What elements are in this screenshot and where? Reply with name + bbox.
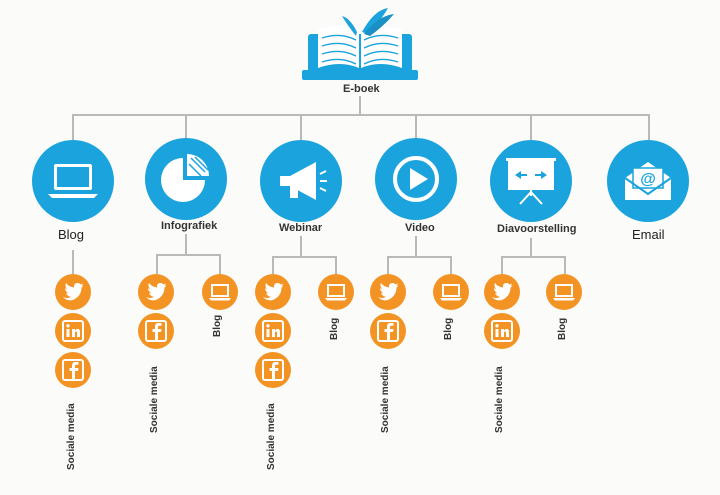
- open-book-icon: [302, 8, 418, 80]
- twitter-icon: [55, 274, 91, 310]
- twitter-icon: [484, 274, 520, 310]
- sub-h-diavoorstelling: [501, 256, 566, 258]
- laptop-icon: [318, 274, 354, 310]
- root-connector: [359, 96, 361, 114]
- facebook-icon: [55, 352, 91, 388]
- webinar-label: Webinar: [279, 222, 323, 234]
- infografiek-label: Infografiek: [161, 220, 218, 232]
- twitter-icon: [138, 274, 174, 310]
- sub-l-infografiek: [156, 254, 158, 274]
- laptop-icon: [546, 274, 582, 310]
- facebook-icon: [255, 352, 291, 388]
- svg-text:@: @: [640, 171, 656, 188]
- sub-l-webinar: [272, 256, 274, 274]
- sub-line-webinar: [300, 236, 302, 256]
- pie-chart-icon: [161, 154, 209, 202]
- branch-infografiek: [185, 114, 187, 140]
- sub-line-blog: [72, 250, 74, 274]
- diavoorstelling-label: Diavoorstelling: [497, 223, 577, 235]
- video-blog-label: Blog: [443, 317, 454, 340]
- twitter-icon: [255, 274, 291, 310]
- infografiek-blog-label: Blog: [212, 314, 223, 337]
- infografiek-social-label: Sociale media: [149, 366, 160, 433]
- blog-node: [32, 140, 114, 222]
- sub-h-video: [387, 256, 452, 258]
- email-node: @: [607, 140, 689, 222]
- facebook-icon: [138, 313, 174, 349]
- email-icon: @: [624, 162, 672, 200]
- video-node: [375, 138, 457, 220]
- webinar-social-label: Sociale media: [266, 403, 277, 470]
- video-social-label: Sociale media: [380, 366, 391, 433]
- presentation-board-icon: [506, 158, 556, 205]
- diavoorstelling-node: [490, 140, 572, 222]
- sub-l-video: [387, 256, 389, 274]
- laptop-icon: [48, 164, 98, 198]
- laptop-icon: [433, 274, 469, 310]
- twitter-icon: [370, 274, 406, 310]
- facebook-icon: [370, 313, 406, 349]
- branch-diavoorstelling: [530, 114, 532, 140]
- blog-label: Blog: [58, 227, 85, 242]
- linkedin-icon: [255, 313, 291, 349]
- sub-h-webinar: [272, 256, 337, 258]
- laptop-icon: [202, 274, 238, 310]
- main-branch-line: [72, 114, 650, 116]
- infografiek-node: [145, 138, 227, 220]
- sub-line-video: [415, 236, 417, 256]
- video-label: Video: [405, 222, 435, 234]
- linkedin-icon: [484, 313, 520, 349]
- sub-r-video: [450, 256, 452, 274]
- webinar-node: [260, 140, 342, 222]
- megaphone-icon: [280, 162, 327, 200]
- branch-blog: [72, 114, 74, 140]
- sub-r-infografiek: [219, 254, 221, 274]
- blog-social-label: Sociale media: [66, 403, 77, 470]
- branch-video: [415, 114, 417, 140]
- sub-r-webinar: [335, 256, 337, 274]
- email-label: Email: [632, 227, 665, 242]
- root-label: E-boek: [343, 83, 380, 95]
- linkedin-icon: [55, 313, 91, 349]
- sub-r-diavoorstelling: [564, 256, 566, 274]
- webinar-blog-label: Blog: [329, 317, 340, 340]
- sub-line-infografiek: [185, 234, 187, 254]
- diavoorstelling-blog-label: Blog: [557, 317, 568, 340]
- sub-l-diavoorstelling: [501, 256, 503, 274]
- branch-email: [648, 114, 650, 140]
- sub-line-diavoorstelling: [530, 238, 532, 256]
- diavoorstelling-social-label: Sociale media: [494, 366, 505, 433]
- sub-h-infografiek: [156, 254, 221, 256]
- play-icon: [393, 156, 439, 202]
- branch-webinar: [300, 114, 302, 140]
